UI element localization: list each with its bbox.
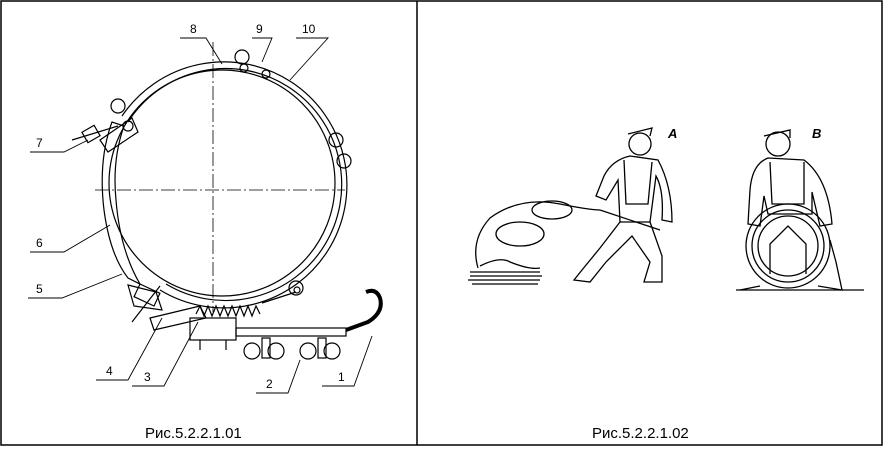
- roller-axle: [317, 337, 327, 359]
- carriage-bar: [235, 327, 347, 337]
- right-figure-caption: Рис.5.2.2.1.02: [592, 425, 689, 442]
- lower-bracket: [127, 284, 163, 311]
- callout-1: 1: [338, 370, 345, 384]
- clamp-drawing: [71, 42, 383, 360]
- ring-roller: [110, 98, 126, 114]
- leader-4: [96, 317, 163, 381]
- lower-bolt-shaft: [131, 285, 161, 323]
- worker-a-cap: [627, 127, 653, 137]
- ring-roller: [336, 153, 352, 169]
- leader-9: [252, 37, 273, 63]
- upper-bolt-head: [81, 124, 101, 144]
- ring-roller: [288, 280, 304, 296]
- worker-b-legs: [769, 225, 807, 274]
- worker-b-cap: [763, 129, 791, 138]
- callout-8: 8: [190, 22, 197, 36]
- cable-loop: [475, 201, 601, 269]
- upper-bolt-shaft: [71, 125, 119, 141]
- callout-10: 10: [302, 22, 316, 36]
- leader-1: [322, 335, 373, 387]
- worker-a-head: [628, 132, 652, 156]
- callout-leaders: [28, 37, 373, 394]
- clamp-ring-outer: [121, 61, 348, 309]
- leader-8: [180, 37, 223, 65]
- callout-7: 7: [36, 136, 43, 150]
- cable-coil-outer: [745, 203, 831, 289]
- worker-b-torso: [747, 157, 833, 227]
- figure-label-b: В: [812, 126, 821, 141]
- handle-hook: [345, 288, 383, 332]
- worker-b-overalls: [769, 161, 805, 205]
- leader-10: [289, 37, 330, 81]
- ring-bolt: [239, 63, 249, 73]
- tension-spring: [195, 304, 261, 318]
- cable-strand: [599, 209, 661, 231]
- leader-7: [30, 139, 89, 153]
- carriage-roller: [267, 342, 285, 360]
- ring-roller: [234, 49, 250, 65]
- worker-b-illustration: [736, 129, 864, 291]
- cable-loop: [479, 259, 541, 270]
- cable-loop: [531, 200, 573, 220]
- ring-bolt: [261, 69, 271, 79]
- callout-3: 3: [144, 370, 151, 384]
- worker-b-feet: [739, 239, 843, 291]
- leader-6: [30, 224, 111, 253]
- leader-3: [132, 321, 199, 387]
- callout-2: 2: [266, 377, 273, 391]
- spring-base: [189, 317, 237, 341]
- leader-2: [256, 359, 301, 394]
- cable-loop: [495, 221, 545, 247]
- lower-bolt-nut: [133, 283, 161, 307]
- spring-hook: [261, 291, 297, 304]
- callout-6: 6: [36, 236, 43, 250]
- leader-5: [28, 273, 123, 299]
- upper-pivot: [122, 120, 134, 132]
- roller-axle: [261, 337, 271, 359]
- worker-a-illustration: [468, 127, 673, 285]
- worker-b-head: [765, 131, 791, 157]
- cable-stack: [468, 271, 542, 285]
- ring-roller: [328, 132, 344, 148]
- worker-a-torso: [595, 155, 673, 223]
- cable-coil-ring: [757, 215, 819, 277]
- worker-a-legs: [572, 221, 663, 283]
- callout-4: 4: [106, 364, 113, 378]
- left-figure-caption: Рис.5.2.2.1.01: [145, 425, 242, 442]
- carriage-roller: [243, 342, 261, 360]
- clamp-ring-inner: [127, 67, 343, 302]
- upper-bracket: [99, 117, 139, 153]
- cable-coil-ring: [751, 209, 825, 283]
- callout-5: 5: [36, 282, 43, 296]
- worker-a-overalls: [623, 159, 653, 205]
- callout-9: 9: [256, 22, 263, 36]
- carriage-roller: [323, 342, 341, 360]
- carriage-roller: [299, 342, 317, 360]
- ring-bolt: [293, 286, 301, 294]
- pipe-inner-circle: [108, 69, 336, 297]
- clamp-shoe: [101, 121, 142, 286]
- figure-label-a: А: [667, 126, 677, 141]
